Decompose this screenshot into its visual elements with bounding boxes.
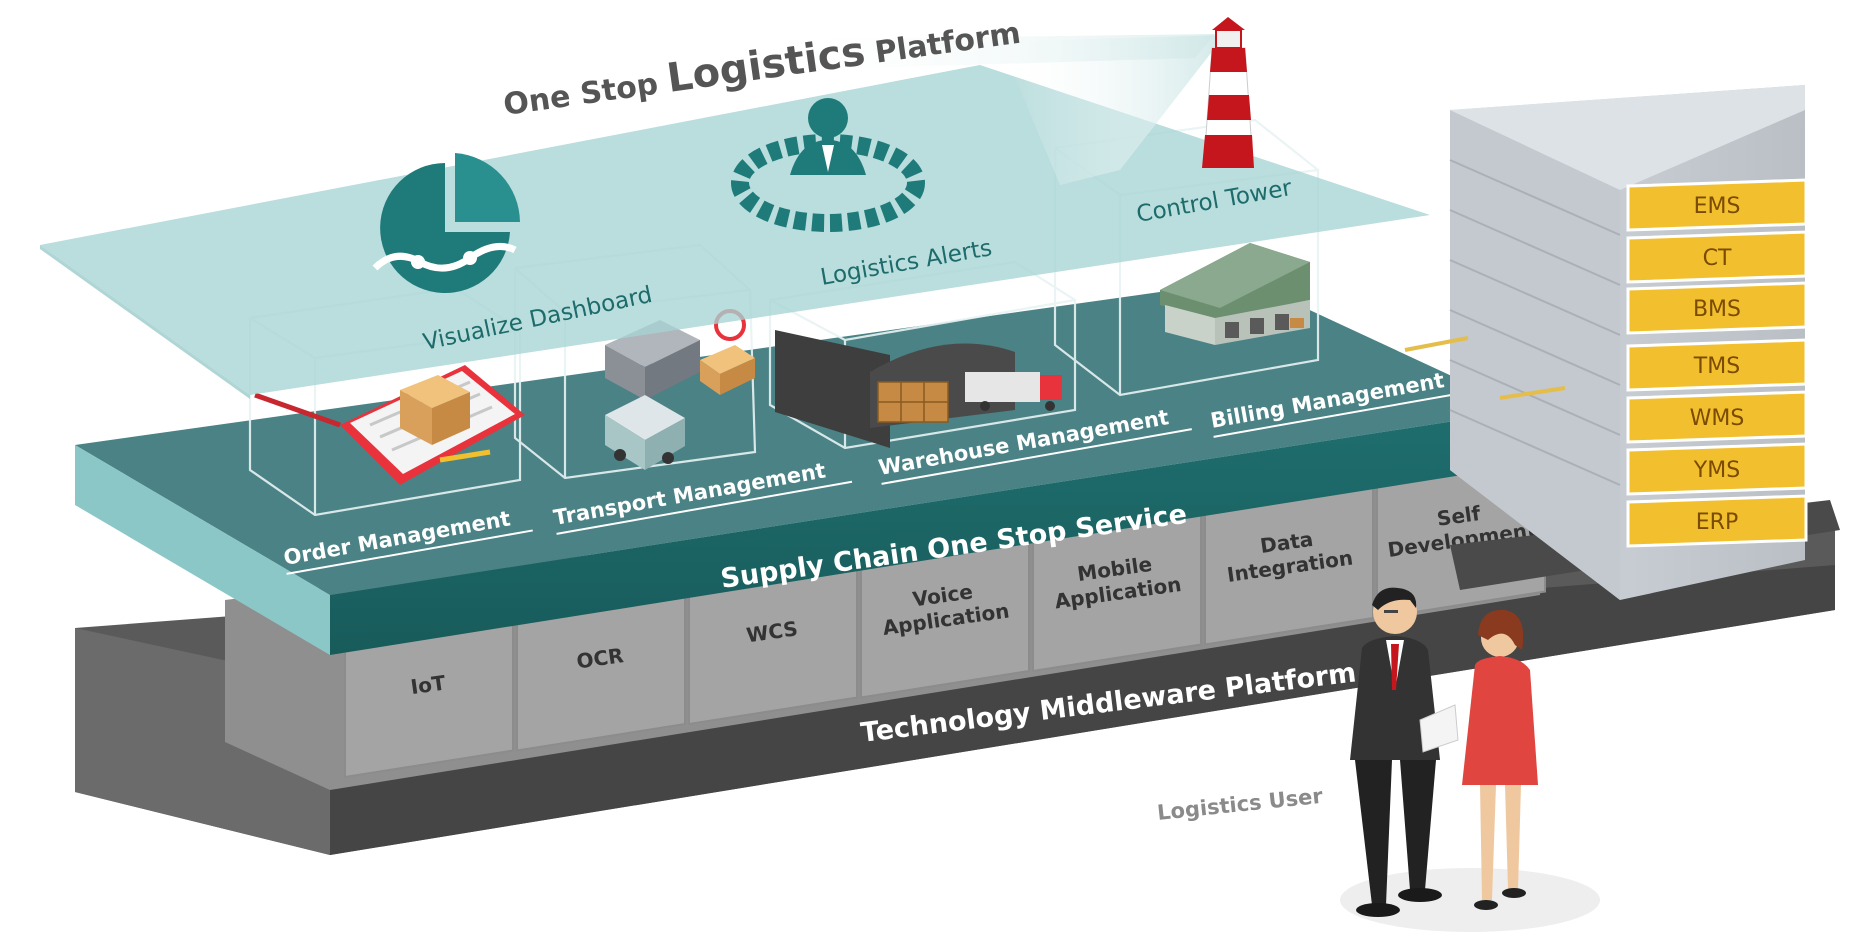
service-modules bbox=[248, 118, 1320, 517]
clipboard-box-icon bbox=[254, 365, 525, 485]
logistics-user-label: Logistics User bbox=[1156, 784, 1324, 825]
connector-line bbox=[1404, 336, 1469, 352]
top-layer bbox=[40, 34, 1430, 399]
system-box-label: ERP bbox=[1696, 510, 1738, 535]
system-box-label: BMS bbox=[1693, 297, 1741, 322]
lighthouse-icon bbox=[1202, 17, 1254, 168]
delivery-truck-icon bbox=[605, 309, 755, 470]
system-box-label: TMS bbox=[1693, 354, 1740, 379]
middleware-block: DataIntegration bbox=[1204, 484, 1374, 646]
system-box-face bbox=[1626, 390, 1808, 444]
middleware-block: MobileApplication bbox=[1032, 511, 1202, 673]
system-box-face bbox=[1626, 230, 1808, 284]
system-box-face bbox=[1626, 338, 1808, 392]
title-emphasis: Logistics bbox=[664, 29, 868, 102]
system-box-label: YMS bbox=[1693, 458, 1740, 483]
title-prefix: One Stop bbox=[501, 67, 660, 123]
system-box-face bbox=[1626, 494, 1808, 548]
warehouse-building-icon bbox=[1160, 243, 1310, 345]
businesswoman-figure bbox=[1462, 609, 1538, 910]
system-box: BMS bbox=[1626, 281, 1808, 335]
system-box-label: WMS bbox=[1690, 406, 1745, 431]
warehouse-interior-icon bbox=[775, 330, 1062, 448]
service-layer bbox=[75, 280, 1525, 655]
dashboard-pie-icon bbox=[372, 153, 520, 293]
system-box: TMS bbox=[1626, 338, 1808, 392]
middleware-block: IoT bbox=[344, 617, 514, 779]
middleware-block: VoiceApplication bbox=[860, 537, 1030, 699]
connector-line bbox=[1499, 386, 1566, 400]
system-boxes: EMS CT BMS TMS WMS YMS ERP bbox=[1626, 178, 1808, 548]
system-box-label: CT bbox=[1703, 246, 1732, 271]
system-box: YMS bbox=[1626, 442, 1808, 496]
system-box-face bbox=[1626, 442, 1808, 496]
logistics-user-figures bbox=[1340, 587, 1600, 932]
system-box-label: EMS bbox=[1694, 194, 1741, 219]
system-box-face bbox=[1626, 281, 1808, 335]
system-box-face bbox=[1626, 178, 1808, 232]
system-box: ERP bbox=[1626, 494, 1808, 548]
businessman-figure bbox=[1350, 587, 1459, 917]
middleware-block-label: IoT bbox=[409, 670, 447, 699]
system-box: WMS bbox=[1626, 390, 1808, 444]
alert-person-icon bbox=[731, 98, 925, 232]
systems-stack: EMS CT BMS TMS WMS YMS ERP bbox=[1404, 85, 1840, 600]
system-box: CT bbox=[1626, 230, 1808, 284]
system-box: EMS bbox=[1626, 178, 1808, 232]
